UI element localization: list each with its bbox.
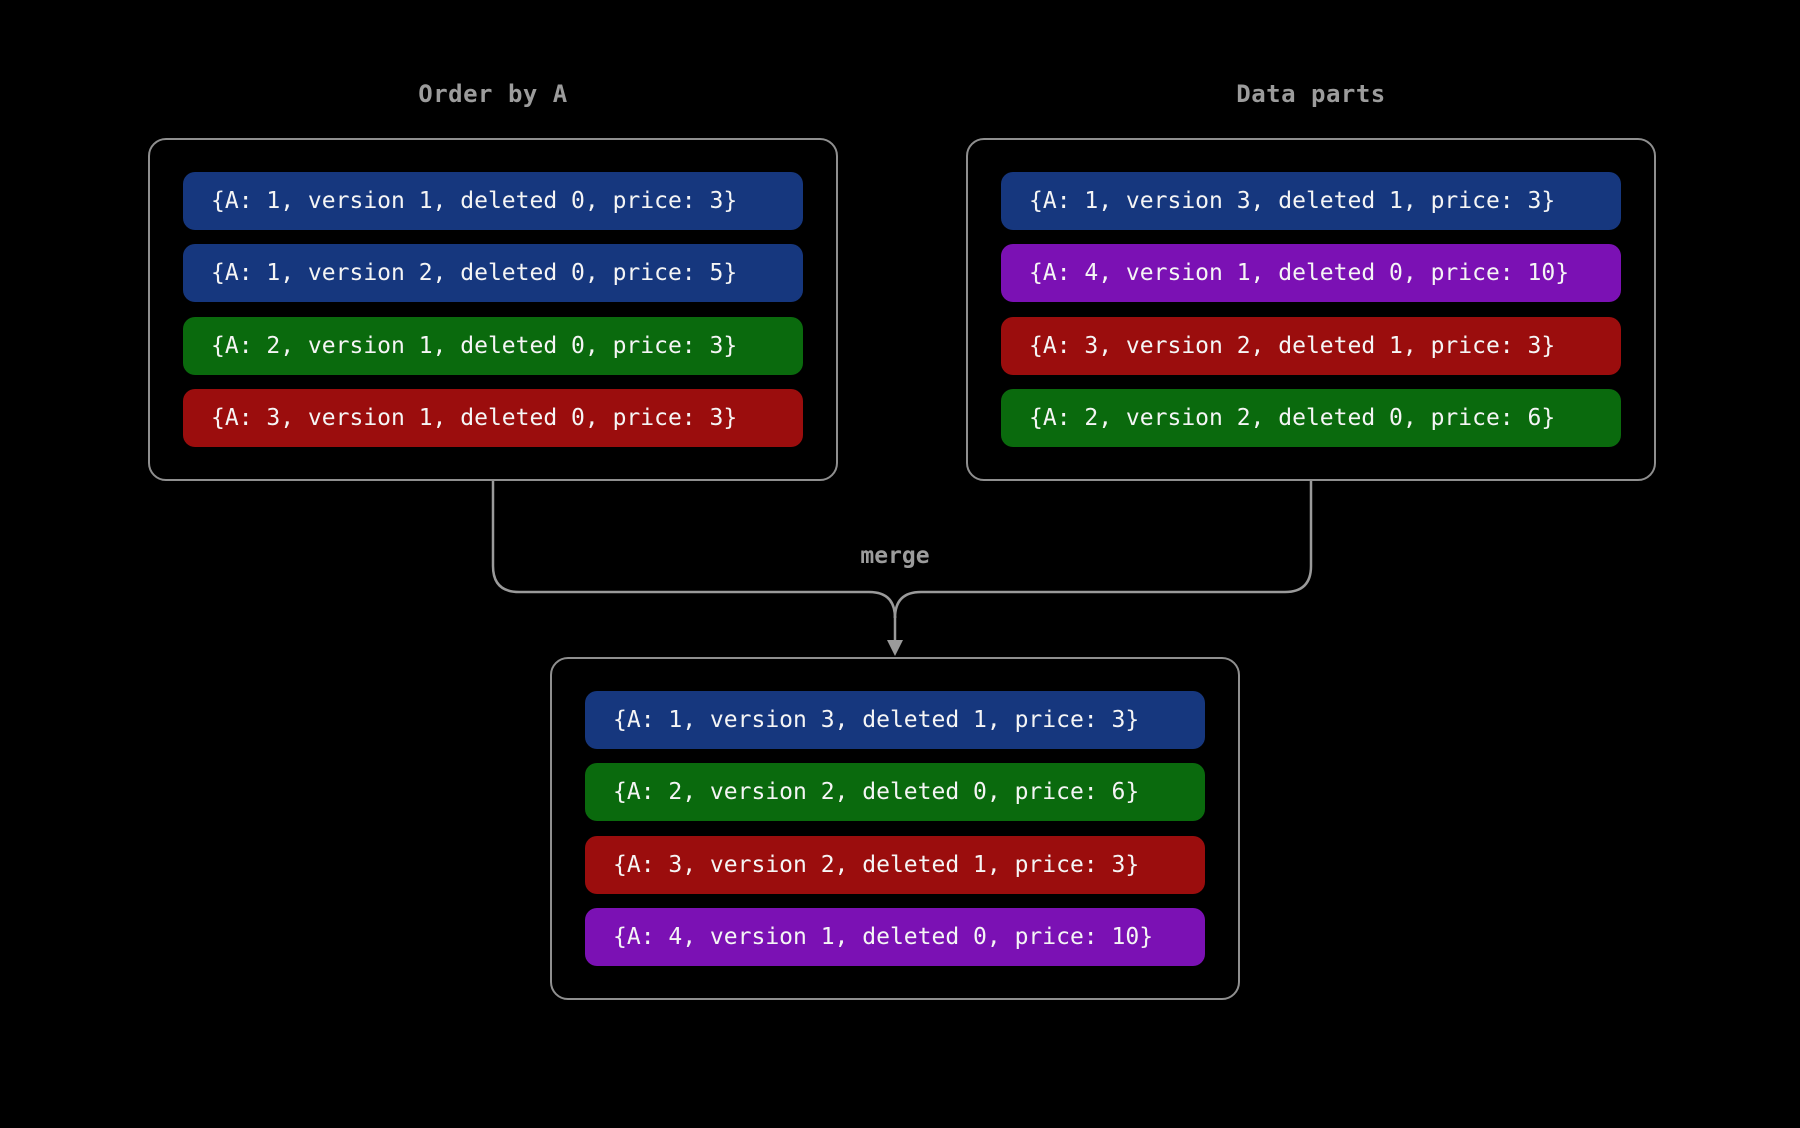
data-part-row: {A: 3, version 1, deleted 0, price: 3}	[183, 388, 803, 447]
data-parts-title: Data parts	[1236, 80, 1386, 108]
data-part-row: {A: 4, version 1, deleted 0, price: 10}	[1001, 244, 1621, 303]
data-part-row: {A: 2, version 2, deleted 0, price: 6}	[1001, 388, 1621, 447]
data-part-row: {A: 3, version 2, deleted 1, price: 3}	[585, 835, 1205, 894]
data-part-row: {A: 3, version 2, deleted 1, price: 3}	[1001, 316, 1621, 375]
data-part-row: {A: 1, version 3, deleted 1, price: 3}	[1001, 172, 1621, 230]
order-by-a-box: {A: 1, version 1, deleted 0, price: 3} {A…	[148, 138, 838, 481]
merged-result-box: {A: 1, version 3, deleted 1, price: 3} {A…	[550, 657, 1240, 1000]
data-part-row: {A: 2, version 2, deleted 0, price: 6}	[585, 763, 1205, 822]
data-part-row: {A: 4, version 1, deleted 0, price: 10}	[585, 907, 1205, 966]
data-part-row: {A: 2, version 1, deleted 0, price: 3}	[183, 316, 803, 375]
order-by-a-title: Order by A	[418, 80, 568, 108]
merge-label: merge	[860, 543, 930, 569]
data-part-row: {A: 1, version 3, deleted 1, price: 3}	[585, 691, 1205, 749]
arrowhead-icon	[887, 640, 903, 656]
data-part-row: {A: 1, version 1, deleted 0, price: 3}	[183, 172, 803, 230]
data-part-row: {A: 1, version 2, deleted 0, price: 5}	[183, 244, 803, 303]
data-parts-box: {A: 1, version 3, deleted 1, price: 3} {A…	[966, 138, 1656, 481]
